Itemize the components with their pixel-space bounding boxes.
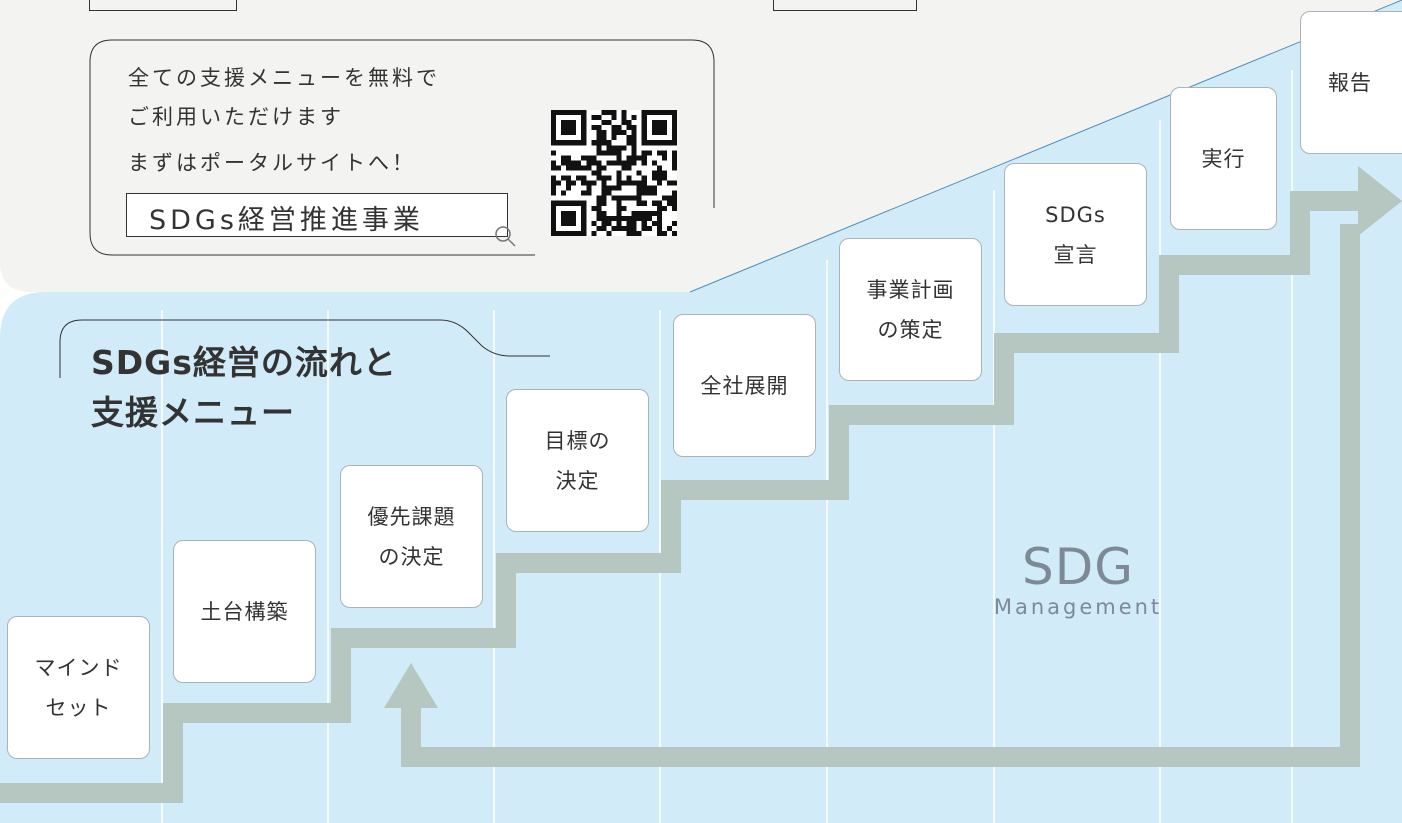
search-box-text: SDGs経営推進事業 (149, 205, 424, 236)
staircase-arrow (0, 191, 1360, 803)
step-label-line-2: 決定 (555, 468, 600, 493)
step-foundation: 土台構築 (173, 540, 316, 683)
sdg-management-watermark: SDG Management (960, 540, 1196, 620)
step-execution: 実行 (1170, 87, 1277, 230)
section-title-line-2: 支援メニュー (91, 393, 295, 432)
step-label-line-2: 宣言 (1053, 242, 1098, 267)
qr-code-image[interactable] (551, 109, 677, 237)
promo-box-outline (89, 39, 715, 256)
step-label-line-1: 目標の (544, 428, 611, 453)
step-goal-setting: 目標の決定 (506, 389, 649, 532)
step-label-line-1: SDGs (1045, 202, 1106, 227)
staircase-arrowhead (1358, 166, 1402, 236)
watermark-main: SDG (1022, 538, 1134, 596)
promo-line-1: 全ての支援メニューを無料で (128, 66, 440, 90)
step-label-line-2: の策定 (877, 317, 944, 342)
step-business-plan: 事業計画の策定 (839, 238, 982, 381)
step-label-line-1: 実行 (1201, 146, 1246, 171)
step-sdgs-declaration: SDGs 宣言 (1004, 163, 1147, 306)
search-icon (495, 226, 516, 247)
step-label-line-1: 土台構築 (200, 599, 289, 624)
promo-line-3: まずはポータルサイトへ！ (128, 151, 416, 175)
search-box[interactable]: SDGs経営推進事業 (126, 193, 516, 247)
section-title-line-1: SDGs経営の流れと (91, 343, 397, 382)
watermark-sub: Management (993, 595, 1163, 619)
title-frame (59, 319, 550, 378)
step-report: 報告 (1300, 11, 1402, 154)
return-arrowhead (384, 663, 438, 708)
step-label-line-1: 報告 (1328, 70, 1372, 95)
step-label-line-2: の決定 (378, 544, 445, 569)
step-label-line-2: セット (45, 695, 112, 720)
step-label-line-1: 優先課題 (367, 504, 456, 529)
section-title: SDGs経営の流れと 支援メニュー (91, 338, 397, 438)
return-arrow (401, 224, 1360, 767)
step-mindset: マインドセット (7, 616, 150, 759)
step-company-rollout: 全社展開 (673, 314, 816, 457)
top-tab-left (89, 0, 237, 11)
column-guides (161, 70, 1293, 823)
step-label-line-1: 全社展開 (700, 373, 789, 398)
step-label-line-1: 事業計画 (866, 277, 955, 302)
step-label-line-1: マインド (34, 655, 123, 680)
step-priority-issues: 優先課題の決定 (340, 465, 483, 608)
top-tab-right (773, 0, 917, 11)
promo-line-2: ご利用いただけます (128, 105, 344, 129)
diagonal-divider (689, 0, 1402, 293)
